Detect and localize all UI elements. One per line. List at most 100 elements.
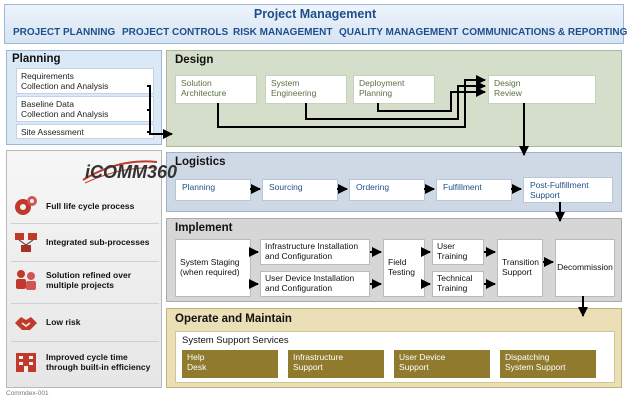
footer-code: Commdex-001 <box>6 390 49 397</box>
operate-dispatching-line1: Dispatching <box>505 352 550 362</box>
header-title: Project Management <box>253 7 377 21</box>
icomm360-logo: iCOMM360 <box>82 160 177 184</box>
planning-baseline-box: Baseline Data Collection and Analysis <box>16 96 154 123</box>
benefit-divider <box>11 303 159 304</box>
network-icon <box>15 233 37 252</box>
operate-help-desk-box: Help Desk <box>182 350 278 378</box>
operate-dispatching-line2: System Support <box>505 362 566 373</box>
logistics-ordering-box: Ordering <box>349 179 425 201</box>
gears-icon <box>15 196 37 215</box>
header-item-communications-reporting: COMMUNICATIONS & REPORTING <box>462 27 628 38</box>
operate-title: Operate and Maintain <box>175 313 292 325</box>
operate-infrastructure-support-box: Infrastructure Support <box>288 350 384 378</box>
benefit-5-line1: Improved cycle time <box>46 351 128 362</box>
implement-tech-training-line2: Training <box>437 282 468 293</box>
implement-transition-line2: Support <box>502 267 532 277</box>
logo-swoosh <box>82 160 158 181</box>
operate-user-device-support-box: User Device Support <box>394 350 490 378</box>
operate-dispatching-support-box: Dispatching System Support <box>500 350 596 378</box>
benefit-3-line1: Solution refined over <box>46 269 132 280</box>
design-deployment-line2: Planning <box>359 88 393 99</box>
planning-title: Planning <box>12 53 61 65</box>
logo-text: iCOMM360 <box>85 162 177 182</box>
logistics-post-fulfillment-line2: Support <box>530 190 560 201</box>
logistics-ordering-label: Ordering <box>356 182 390 192</box>
benefit-divider <box>11 261 159 262</box>
benefit-text: Low risk <box>46 307 160 337</box>
benefits-panel: iCOMM360 Full life cycle process Integra… <box>6 150 177 388</box>
implement-field-testing-box: Field Testing <box>383 239 425 297</box>
implement-user-device-box: User Device Installation and Configurati… <box>260 271 370 297</box>
arrow-solution-to-review <box>217 75 486 128</box>
benefit-divider <box>11 341 159 342</box>
planning-baseline-line1: Baseline Data <box>21 99 74 109</box>
benefit-4-label: Low risk <box>46 316 81 327</box>
logistics-planning-label: Planning <box>182 182 216 192</box>
implement-user-training-line1: User <box>437 241 455 251</box>
logistics-title: Logistics <box>175 156 226 168</box>
logistics-fulfillment-label: Fulfillment <box>443 182 482 192</box>
design-solution-line2: Architecture <box>181 88 227 99</box>
implement-user-training-box: User Training <box>432 239 484 265</box>
design-panel: Design Solution Architecture System Engi… <box>166 50 622 147</box>
operate-userdev-line2: Support <box>399 362 429 373</box>
planning-requirements-box: Requirements Collection and Analysis <box>16 68 154 95</box>
design-title: Design <box>175 54 214 66</box>
implement-staging-line1: System Staging <box>180 257 240 268</box>
header-item-quality-management: QUALITY MANAGEMENT <box>339 27 459 38</box>
header-item-project-controls: PROJECT CONTROLS <box>122 27 229 38</box>
implement-transition-support-box: Transition Support <box>497 239 543 297</box>
planning-requirements-line1: Requirements <box>21 71 74 81</box>
logistics-sourcing-label: Sourcing <box>269 182 303 192</box>
benefit-text: Integrated sub-processes <box>46 227 160 257</box>
planning-baseline-line2: Collection and Analysis <box>21 109 109 120</box>
benefit-2-label: Integrated sub-processes <box>46 236 150 247</box>
planning-panel: Planning Requirements Collection and Ana… <box>6 50 162 145</box>
design-review-box: Design Review <box>488 75 596 104</box>
operate-infra-line1: Infrastructure <box>293 352 344 362</box>
operate-userdev-line1: User Device <box>399 352 446 362</box>
operate-help-line1: Help <box>187 352 205 362</box>
implement-transition-line1: Transition <box>502 257 540 268</box>
benefit-full-life-cycle: Full life cycle process <box>7 191 161 225</box>
implement-userdev-line2: and Configuration <box>265 282 333 293</box>
implement-decommission-box: Decommission <box>555 239 615 297</box>
logistics-post-fulfillment-box: Post-Fulfillment Support <box>523 177 613 203</box>
benefit-1-label: Full life cycle process <box>46 200 135 211</box>
implement-userdev-line1: User Device Installation <box>265 273 355 283</box>
benefit-3-line2: multiple projects <box>46 280 115 290</box>
benefit-text: Improved cycle time through built-in eff… <box>46 347 160 377</box>
implement-user-training-line2: Training <box>437 250 468 261</box>
planning-requirements-line2: Collection and Analysis <box>21 81 109 92</box>
benefit-5-line2: through built-in efficiency <box>46 362 151 372</box>
design-deployment-line1: Deployment <box>359 78 405 88</box>
project-management-header: Project Management PROJECT PLANNING PROJ… <box>4 4 628 44</box>
operate-maintain-panel: Operate and Maintain System Support Serv… <box>166 308 622 388</box>
design-deployment-planning-box: Deployment Planning <box>353 75 435 104</box>
design-review-line2: Review <box>494 88 522 99</box>
planning-site-assessment-box: Site Assessment <box>16 124 154 139</box>
benefit-integrated-sub-processes: Integrated sub-processes <box>7 227 161 261</box>
people-icon <box>16 270 36 290</box>
implement-field-line1: Field <box>388 257 407 268</box>
planning-site-assessment-label: Site Assessment <box>21 127 84 137</box>
benefit-text: Full life cycle process <box>46 191 160 221</box>
implement-tech-training-line1: Technical <box>437 273 473 283</box>
implement-staging-line2: (when required) <box>180 267 240 277</box>
logistics-panel: Logistics Planning Sourcing Ordering Ful… <box>166 152 622 212</box>
implement-infra-line2: and Configuration <box>265 250 333 261</box>
logistics-post-fulfillment-line1: Post-Fulfillment <box>530 180 589 190</box>
header-item-project-planning: PROJECT PLANNING <box>13 27 116 38</box>
header-item-risk-management: RISK MANAGEMENT <box>233 27 333 38</box>
design-solution-line1: Solution <box>181 78 212 88</box>
arrow-deployment-to-review <box>377 87 486 112</box>
implement-panel: Implement System Staging (when required)… <box>166 218 622 302</box>
implement-technical-training-box: Technical Training <box>432 271 484 297</box>
design-system-line1: System <box>271 78 300 88</box>
design-system-line2: Engineering <box>271 88 317 99</box>
benefit-divider <box>11 223 159 224</box>
implement-decommission-label: Decommission <box>557 262 613 273</box>
benefit-text: Solution refined over multiple projects <box>46 265 160 295</box>
benefit-solution-refined: Solution refined over multiple projects <box>7 265 161 299</box>
